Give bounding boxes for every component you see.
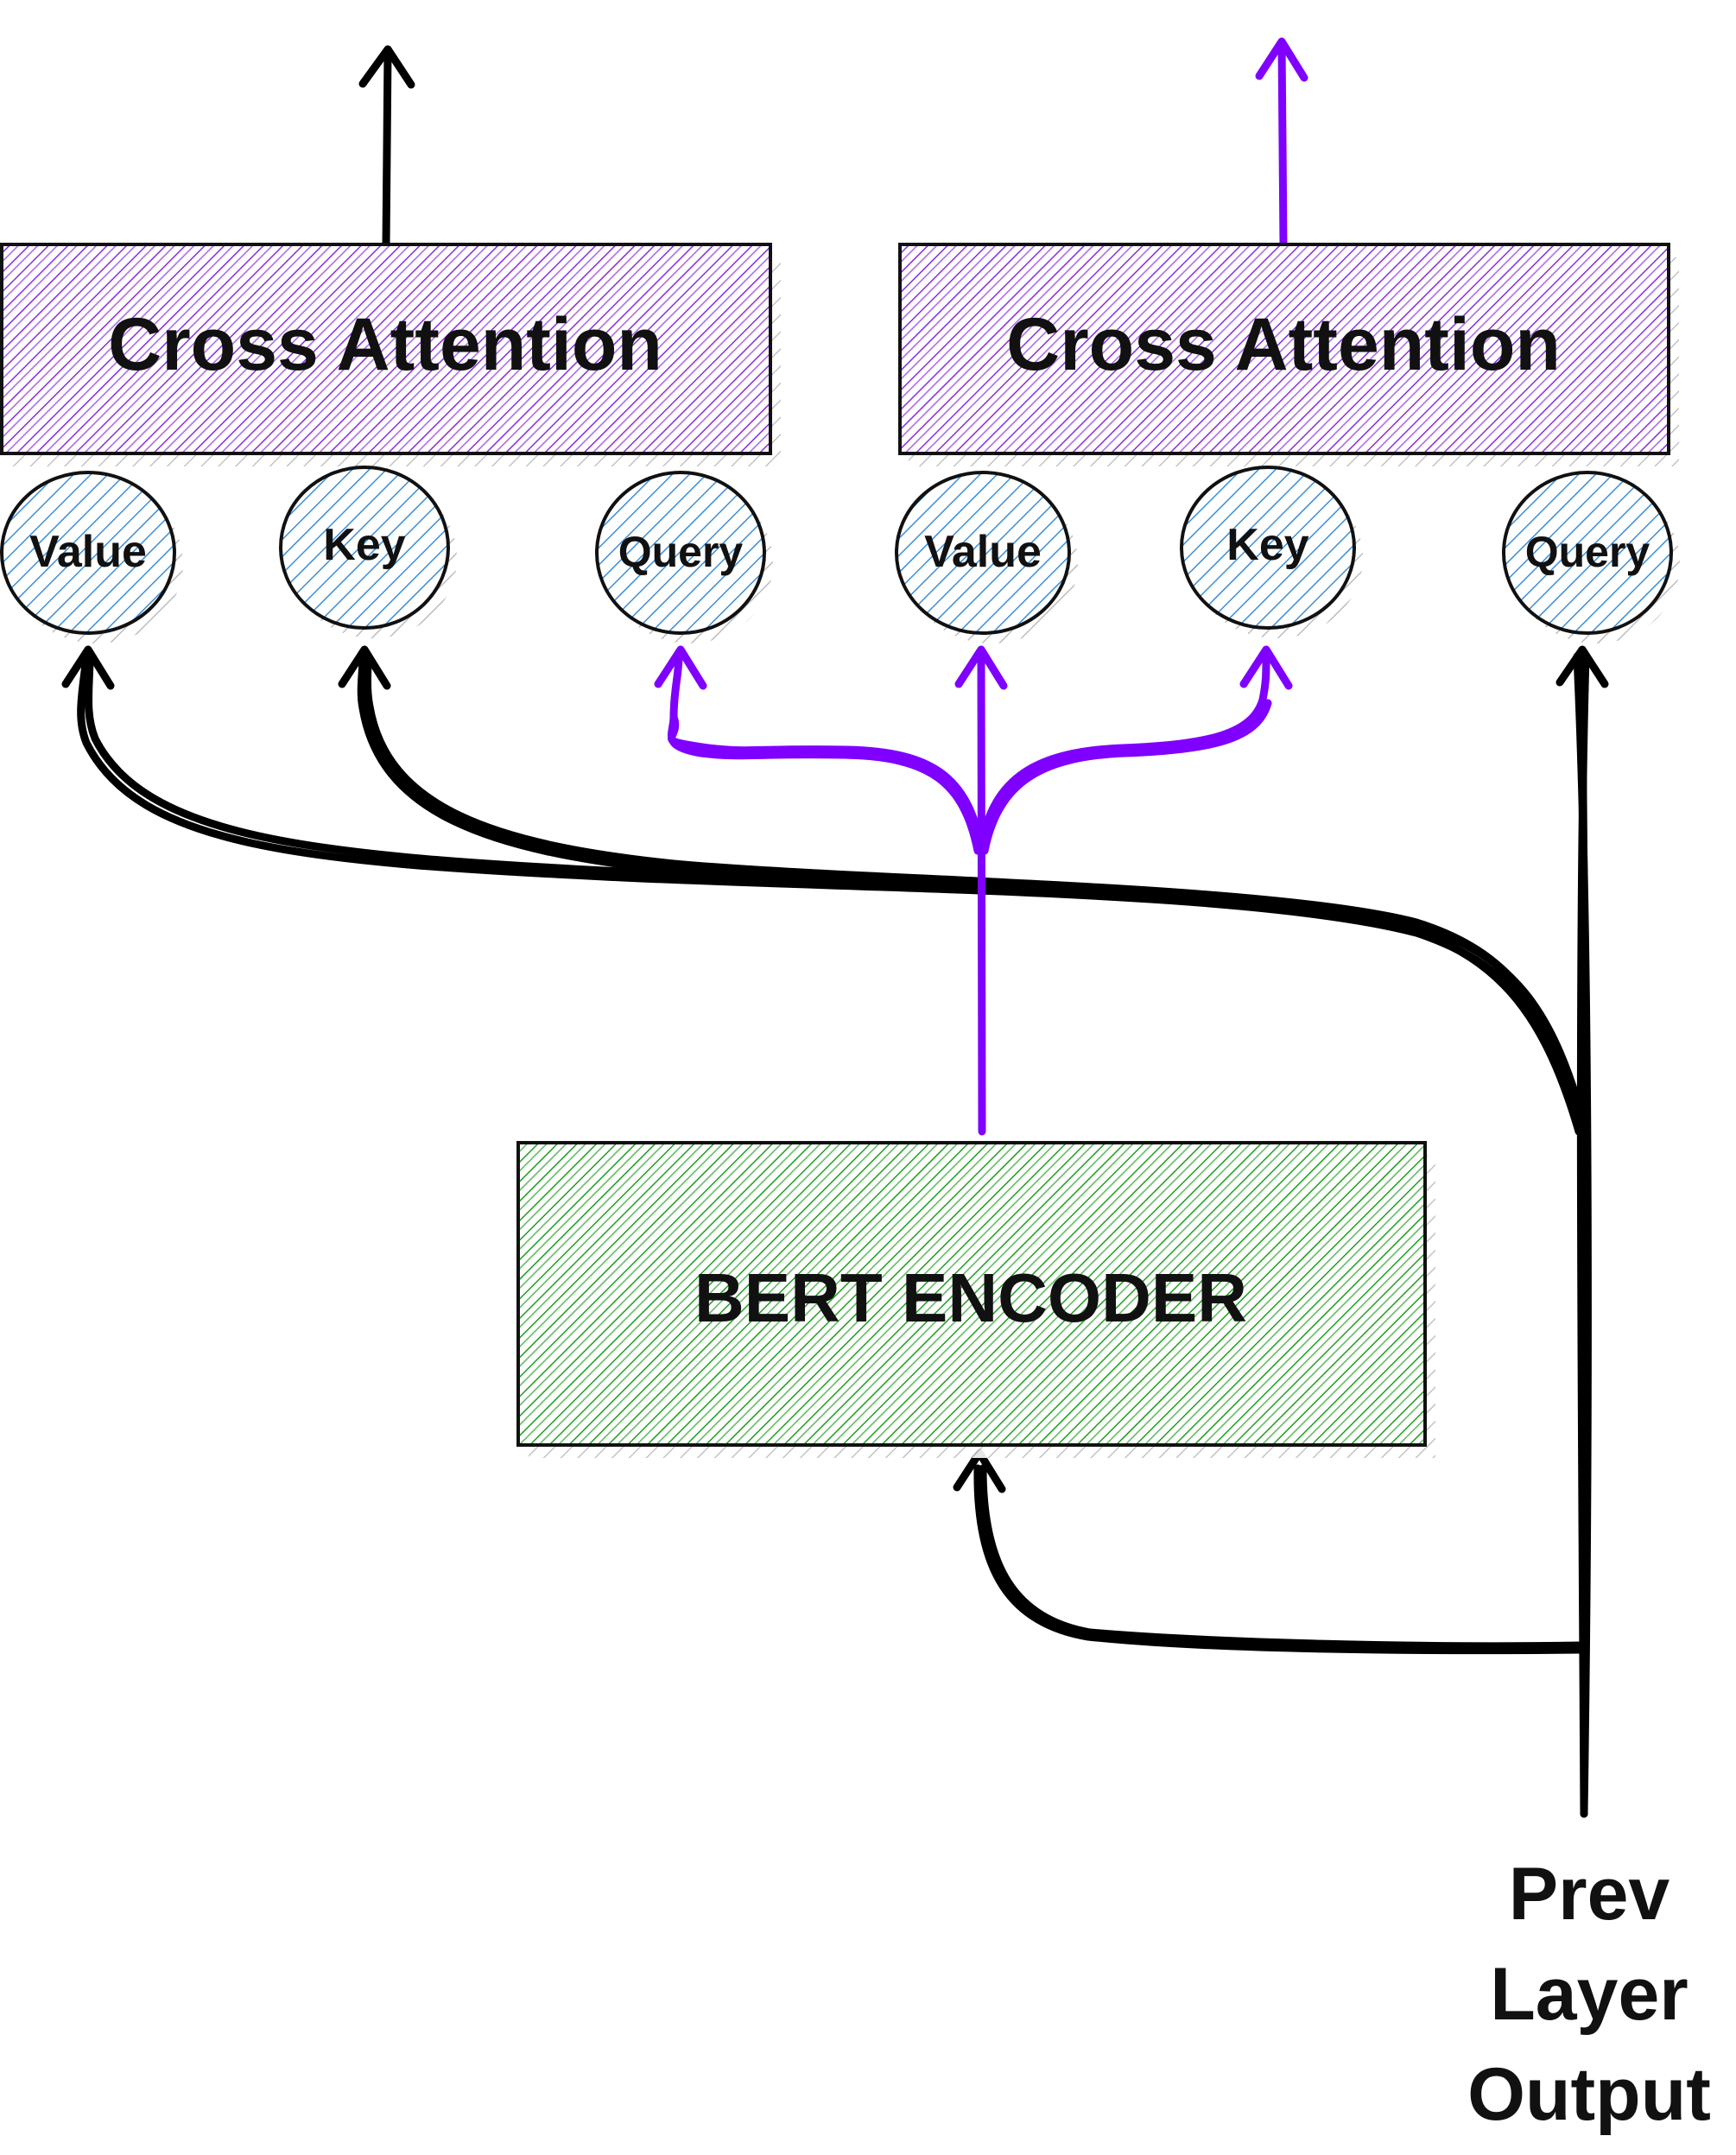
node-label: Key xyxy=(323,520,405,570)
left-attention-output-arrowhead xyxy=(358,45,415,89)
bert-encoder-block: BERT ENCODER xyxy=(516,1141,1435,1458)
right-attention-output-arrowhead xyxy=(1255,37,1308,82)
prev-output-to-left-key-arrow xyxy=(357,652,1588,1127)
source-label-line-1: Prev xyxy=(1509,1853,1670,1936)
block-title: BERT ENCODER xyxy=(694,1259,1247,1336)
source-label-line-3: Output xyxy=(1467,2053,1711,2136)
bert-to-right-key-arrow xyxy=(977,652,1270,851)
node-label: Query xyxy=(1525,528,1650,576)
black-arrows xyxy=(61,45,1609,1818)
source-label-line-2: Layer xyxy=(1490,1953,1688,2036)
right-query-arrowhead xyxy=(1555,645,1609,688)
node-label: Query xyxy=(618,528,744,576)
node-value-right: Value xyxy=(895,471,1078,643)
node-circle xyxy=(595,471,766,635)
left-attention-output-arrow xyxy=(382,48,392,249)
left-key-arrowhead xyxy=(338,645,391,690)
right-attention-output-arrow xyxy=(1277,39,1288,249)
node-value-left: Value xyxy=(0,471,183,643)
prev-layer-output-label: Prev Layer Output xyxy=(1467,1853,1711,2136)
block-body xyxy=(0,243,772,455)
node-circle xyxy=(895,471,1071,635)
bert-stem-arrow xyxy=(977,652,986,1136)
node-circle xyxy=(0,471,176,635)
prev-output-to-left-key-arrow-b xyxy=(364,652,1581,1119)
prev-output-to-left-value-arrow-b xyxy=(85,652,1583,1136)
block-title: Cross Attention xyxy=(1006,303,1561,386)
left-query-arrowhead xyxy=(654,645,707,690)
prev-output-to-left-value-arrow xyxy=(77,652,1588,1144)
right-key-arrowhead xyxy=(1239,645,1293,690)
bert-to-right-key-arrow-b xyxy=(980,699,1272,855)
right-input-nodes: Value Key Query xyxy=(895,466,1680,643)
left-value-arrowhead xyxy=(61,645,115,690)
block-body xyxy=(516,1141,1427,1447)
node-label: Key xyxy=(1226,520,1308,570)
node-key-left: Key xyxy=(279,466,457,638)
prev-output-to-bert-arrow xyxy=(973,1464,1585,1655)
node-circle xyxy=(279,466,450,630)
purple-arrows xyxy=(654,37,1308,1136)
left-input-nodes: Value Key Query xyxy=(0,466,773,643)
block-title: Cross Attention xyxy=(108,303,662,386)
node-label: Value xyxy=(29,527,147,577)
block-body xyxy=(898,243,1670,455)
cross-attention-block-right: Cross Attention xyxy=(898,243,1679,466)
cross-attention-block-left: Cross Attention xyxy=(0,243,781,466)
node-label: Value xyxy=(924,527,1042,577)
node-circle xyxy=(1502,471,1673,635)
right-value-arrowhead xyxy=(954,645,1008,690)
node-query-left: Query xyxy=(595,471,773,643)
prev-output-trunk-c xyxy=(1578,652,1589,1144)
node-circle xyxy=(1180,466,1356,630)
prev-output-to-bert-arrow-b xyxy=(979,1464,1585,1651)
bert-to-left-query-arrow-b xyxy=(667,713,982,855)
node-key-right: Key xyxy=(1180,466,1363,638)
node-query-right: Query xyxy=(1502,471,1680,643)
